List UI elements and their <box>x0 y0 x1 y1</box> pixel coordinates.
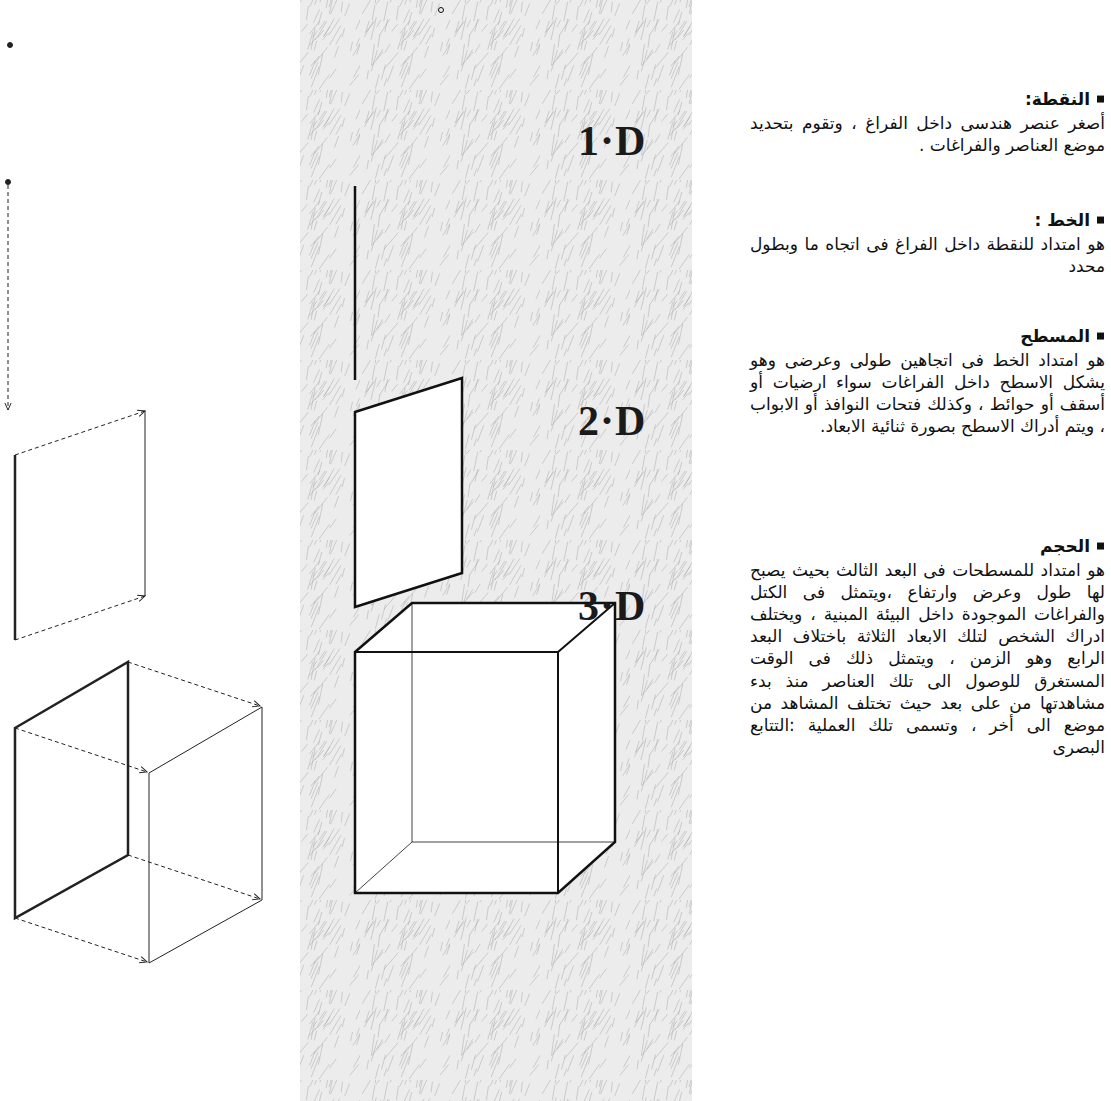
construction-sketches <box>6 43 263 964</box>
cube-hidden-edges <box>355 603 615 893</box>
dimension-tag: 1·D <box>578 118 646 164</box>
section-body: هو امتداد للنقطة داخل الفراغ فى اتجاه ما… <box>750 233 1105 277</box>
bullet <box>1097 543 1104 550</box>
dashed-arrow <box>128 662 260 706</box>
section-body: هو امتداد للمسطحات فى البعد الثالث بحيث … <box>750 559 1105 758</box>
thick-face <box>15 662 128 918</box>
section-body: هو امتداد الخط فى اتجاهين طولى وعرضى وهو… <box>750 349 1105 437</box>
line-1d <box>354 186 357 380</box>
bullet <box>1097 96 1104 103</box>
dashed-arrow <box>128 855 260 899</box>
section-heading: الخط : <box>750 209 1090 231</box>
section-heading: النقطة: <box>750 88 1090 110</box>
dashed-arrow <box>8 185 9 410</box>
dimension-tag: 2·D <box>578 398 646 444</box>
section-heading: الحجم <box>750 535 1090 557</box>
bullet <box>1097 333 1104 340</box>
dashed-arrow <box>15 411 145 455</box>
bullets <box>1097 96 1104 550</box>
cube-3d <box>355 603 615 893</box>
dimension-tag: 3·D <box>578 583 646 629</box>
section-heading: المسطح <box>750 325 1090 347</box>
dashed-arrow <box>15 918 147 962</box>
point-circle <box>439 8 444 13</box>
plane-2d <box>355 378 462 607</box>
solid-line <box>14 455 17 640</box>
bullet <box>1097 217 1104 224</box>
point-dot <box>6 180 11 185</box>
point-dot <box>8 43 13 48</box>
thin-face <box>149 707 262 963</box>
texture-panel <box>300 0 692 1101</box>
section-body: أصغر عنصر هندسى داخل الفراغ ، وتقوم بتحد… <box>750 112 1105 156</box>
finished-drawings <box>355 8 615 894</box>
dashed-arrow <box>15 596 145 640</box>
texture-strokes <box>300 0 692 1101</box>
cube-front-edges <box>355 603 615 893</box>
dashed-arrow <box>15 728 147 772</box>
thin-line <box>145 411 146 596</box>
